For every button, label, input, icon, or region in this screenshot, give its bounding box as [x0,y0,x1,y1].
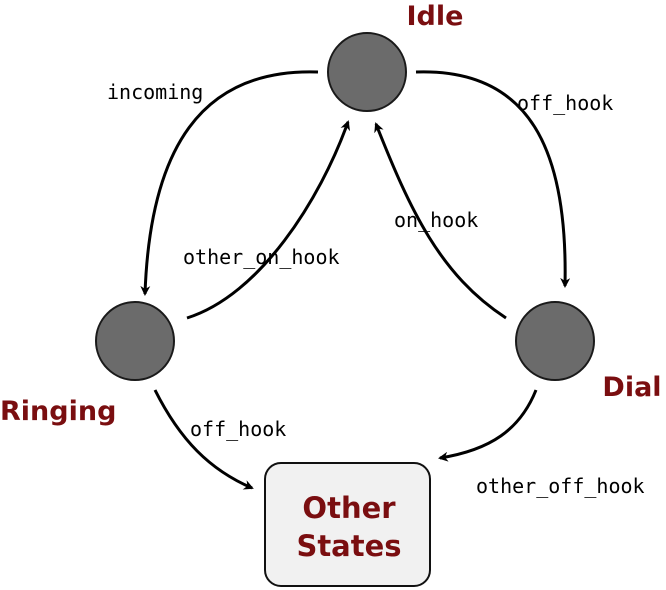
edge-label-other-off-hook: other_off_hook [476,474,645,498]
ringing-label: Ringing [0,396,116,427]
edge-label-idle-off-hook: off_hook [517,91,613,115]
edge-idle-off-hook [415,70,571,288]
idle-node[interactable] [327,32,407,112]
dial-node[interactable] [515,301,595,381]
other-states-box[interactable] [264,462,431,587]
edge-label-on-hook: on_hook [394,208,478,232]
other-states-label-line2: States [296,529,401,563]
edge-other-on-hook [186,120,351,320]
dial-label: Dial [602,372,661,403]
edge-label-other-on-hook: other_on_hook [183,245,340,269]
idle-label: Idle [407,1,464,32]
other-states-label-line1: Other [302,491,396,525]
edge-label-ringing-off-hook: off_hook [190,417,286,441]
ringing-node[interactable] [95,301,175,381]
edge-label-incoming: incoming [107,80,203,104]
edge-on-hook [374,122,507,320]
edge-other-off-hook [438,389,538,462]
edge-incoming [140,70,319,296]
edge-ringing-off-hook [153,389,254,490]
